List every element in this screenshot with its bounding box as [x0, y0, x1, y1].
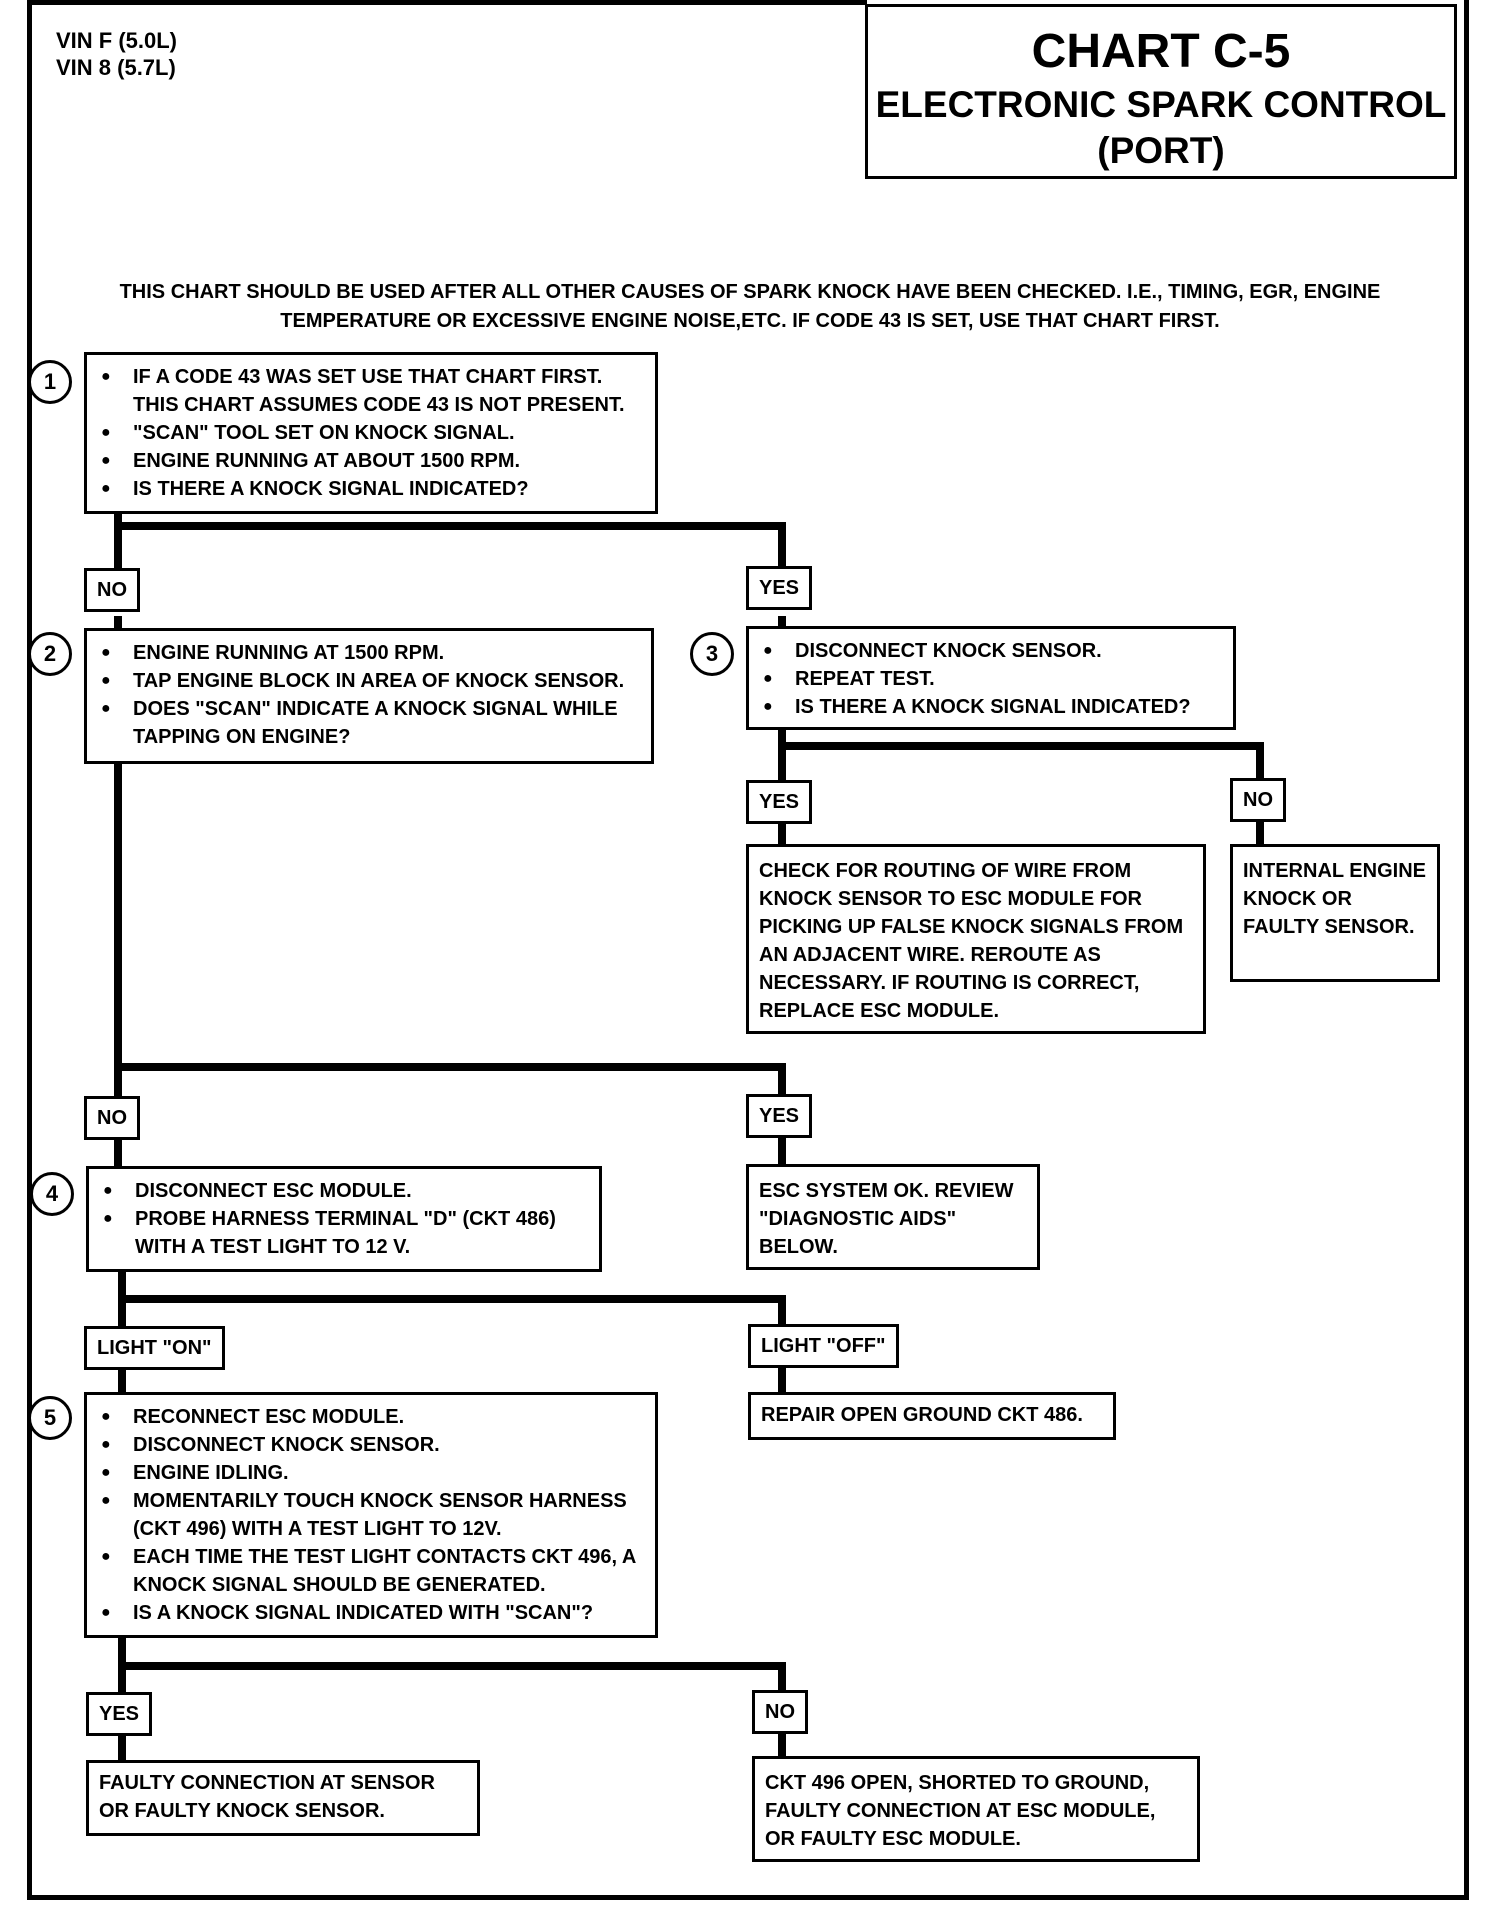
- branch-light-off: LIGHT "OFF": [748, 1324, 899, 1368]
- result-check-routing: CHECK FOR ROUTING OF WIRE FROM KNOCK SEN…: [746, 844, 1206, 1034]
- connector: [114, 522, 786, 530]
- step-4-box: DISCONNECT ESC MODULE. PROBE HARNESS TER…: [86, 1166, 602, 1272]
- connector: [778, 1136, 786, 1164]
- branch-light-on: LIGHT "ON": [84, 1326, 225, 1370]
- connector: [114, 512, 122, 576]
- result-faulty-connection: FAULTY CONNECTION AT SENSOR OR FAULTY KN…: [86, 1760, 480, 1836]
- connector: [778, 742, 1264, 750]
- branch-no-5: NO: [752, 1690, 808, 1734]
- connector: [1256, 742, 1264, 780]
- chart-title: ELECTRONIC SPARK CONTROL: [875, 84, 1447, 125]
- step-4-item: DISCONNECT ESC MODULE.: [103, 1177, 589, 1205]
- chart-subtitle: (PORT): [1097, 130, 1225, 171]
- branch-yes-5: YES: [86, 1692, 153, 1736]
- step-3-box: DISCONNECT KNOCK SENSOR. REPEAT TEST. IS…: [746, 626, 1236, 730]
- connector: [778, 522, 786, 574]
- connector: [114, 616, 122, 634]
- connector: [778, 616, 786, 630]
- connector: [118, 1295, 786, 1303]
- step-4-item: PROBE HARNESS TERMINAL "D" (CKT 486) WIT…: [103, 1205, 589, 1261]
- branch-yes-3: YES: [746, 780, 813, 824]
- connector: [118, 1736, 126, 1764]
- branch-no-1: NO: [84, 568, 140, 612]
- step-5-item: MOMENTARILY TOUCH KNOCK SENSOR HARNESS (…: [101, 1487, 645, 1543]
- step-1-box: IF A CODE 43 WAS SET USE THAT CHART FIRS…: [84, 352, 658, 514]
- connector: [778, 820, 786, 844]
- step-5-item: ENGINE IDLING.: [101, 1459, 645, 1487]
- step-3-item: DISCONNECT KNOCK SENSOR.: [763, 637, 1223, 665]
- chart-id: CHART C-5: [1031, 25, 1291, 78]
- step-2-item: DOES "SCAN" INDICATE A KNOCK SIGNAL WHIL…: [101, 695, 641, 751]
- connector: [778, 1662, 786, 1692]
- connector: [114, 1138, 122, 1166]
- step-number-3: 3: [690, 632, 734, 676]
- result-internal-knock: INTERNAL ENGINE KNOCK OR FAULTY SENSOR.: [1230, 844, 1440, 982]
- step-1-item: ENGINE RUNNING AT ABOUT 1500 RPM.: [101, 447, 645, 475]
- step-1-item: IF A CODE 43 WAS SET USE THAT CHART FIRS…: [101, 363, 645, 419]
- step-5-box: RECONNECT ESC MODULE. DISCONNECT KNOCK S…: [84, 1392, 658, 1638]
- connector: [778, 1734, 786, 1760]
- vin-line-1: VIN F (5.0L): [56, 28, 178, 53]
- step-1-item: "SCAN" TOOL SET ON KNOCK SIGNAL.: [101, 419, 645, 447]
- step-2-box: ENGINE RUNNING AT 1500 RPM. TAP ENGINE B…: [84, 628, 654, 764]
- step-number-2: 2: [28, 632, 72, 676]
- vin-info: VIN F (5.0L) VIN 8 (5.7L): [56, 27, 177, 81]
- connector: [778, 1063, 786, 1097]
- page-frame: [27, 0, 1469, 1900]
- step-3-item: REPEAT TEST.: [763, 665, 1223, 693]
- step-5-item: DISCONNECT KNOCK SENSOR.: [101, 1431, 645, 1459]
- connector: [114, 762, 122, 1098]
- branch-no-2: NO: [84, 1096, 140, 1140]
- intro-line-1: THIS CHART SHOULD BE USED AFTER ALL OTHE…: [119, 281, 1381, 303]
- step-1-item: IS THERE A KNOCK SIGNAL INDICATED?: [101, 475, 645, 503]
- connector: [118, 1368, 126, 1396]
- step-5-item: EACH TIME THE TEST LIGHT CONTACTS CKT 49…: [101, 1543, 645, 1599]
- connector: [1256, 820, 1264, 844]
- branch-yes-2: YES: [746, 1094, 813, 1138]
- connector: [778, 726, 786, 782]
- top-rule: [27, 0, 867, 5]
- title-box: CHART C-5 ELECTRONIC SPARK CONTROL (PORT…: [865, 4, 1457, 179]
- connector: [778, 1295, 786, 1327]
- connector: [778, 1366, 786, 1396]
- branch-yes-1: YES: [746, 566, 813, 610]
- result-repair-open: REPAIR OPEN GROUND CKT 486.: [748, 1392, 1116, 1440]
- step-number-1: 1: [28, 360, 72, 404]
- branch-no-3: NO: [1230, 778, 1286, 822]
- step-5-item: RECONNECT ESC MODULE.: [101, 1403, 645, 1431]
- connector: [114, 1063, 786, 1071]
- step-2-item: ENGINE RUNNING AT 1500 RPM.: [101, 639, 641, 667]
- vin-line-2: VIN 8 (5.7L): [56, 55, 176, 80]
- result-esc-ok: ESC SYSTEM OK. REVIEW "DIAGNOSTIC AIDS" …: [746, 1164, 1040, 1270]
- step-3-item: IS THERE A KNOCK SIGNAL INDICATED?: [763, 693, 1223, 721]
- step-2-item: TAP ENGINE BLOCK IN AREA OF KNOCK SENSOR…: [101, 667, 641, 695]
- intro-line-2: TEMPERATURE OR EXCESSIVE ENGINE NOISE,ET…: [280, 310, 1220, 332]
- intro-text: THIS CHART SHOULD BE USED AFTER ALL OTHE…: [70, 278, 1430, 336]
- step-number-5: 5: [28, 1396, 72, 1440]
- connector: [118, 1662, 786, 1670]
- step-5-item: IS A KNOCK SIGNAL INDICATED WITH "SCAN"?: [101, 1599, 645, 1627]
- step-number-4: 4: [30, 1172, 74, 1216]
- result-ckt496-open: CKT 496 OPEN, SHORTED TO GROUND, FAULTY …: [752, 1756, 1200, 1862]
